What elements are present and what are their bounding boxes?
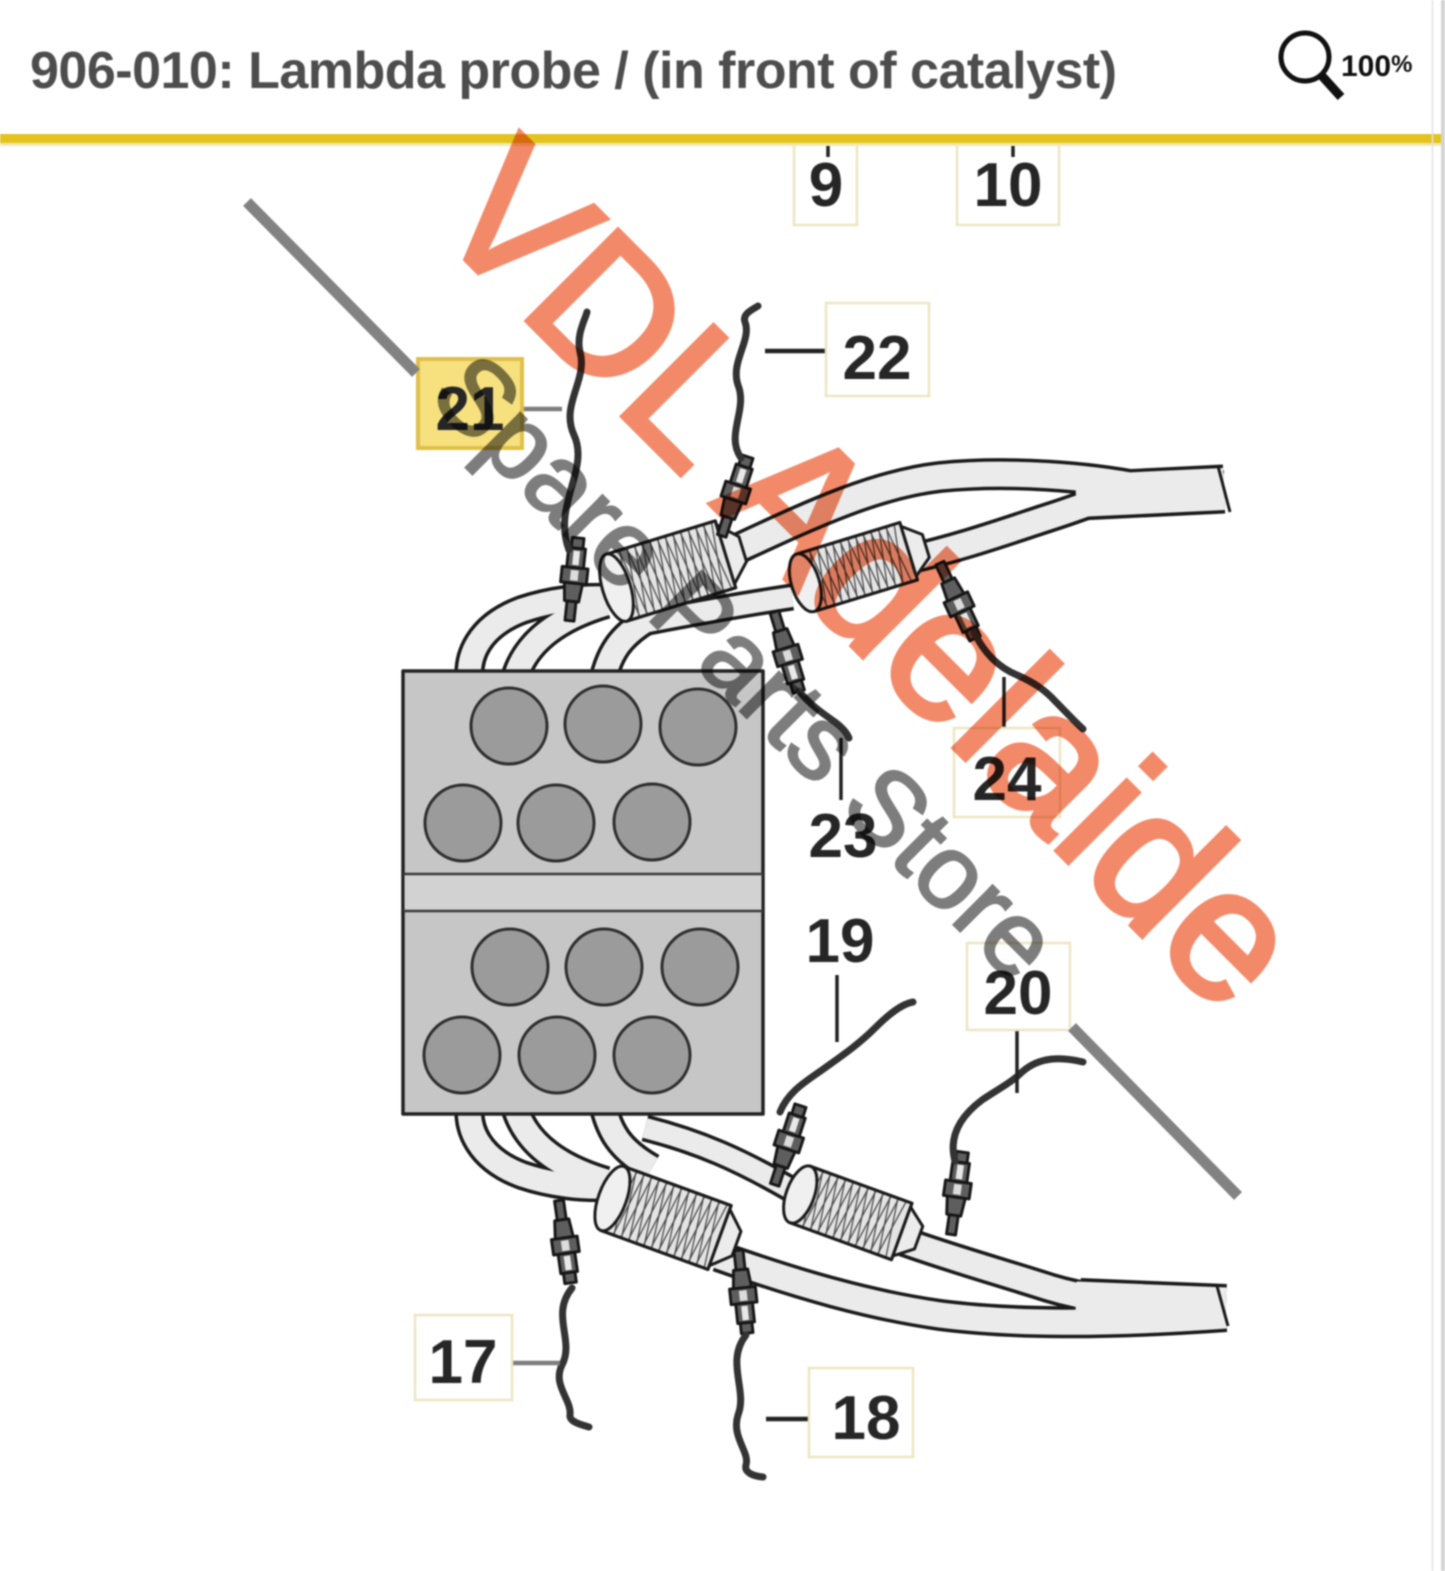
svg-text:20: 20 bbox=[984, 959, 1053, 1028]
svg-text:24: 24 bbox=[973, 745, 1042, 814]
svg-text:18: 18 bbox=[832, 1384, 901, 1453]
svg-text:22: 22 bbox=[843, 324, 912, 393]
svg-text:23: 23 bbox=[809, 802, 878, 871]
svg-text:9: 9 bbox=[809, 151, 843, 220]
svg-text:19: 19 bbox=[806, 907, 875, 976]
svg-text:21: 21 bbox=[436, 375, 505, 444]
svg-text:906-010: Lambda probe / (in fr: 906-010: Lambda probe / (in front of cat… bbox=[30, 42, 1117, 100]
svg-text:17: 17 bbox=[429, 1328, 498, 1397]
svg-text:100%: 100% bbox=[1341, 50, 1412, 83]
svg-text:10: 10 bbox=[974, 151, 1043, 220]
